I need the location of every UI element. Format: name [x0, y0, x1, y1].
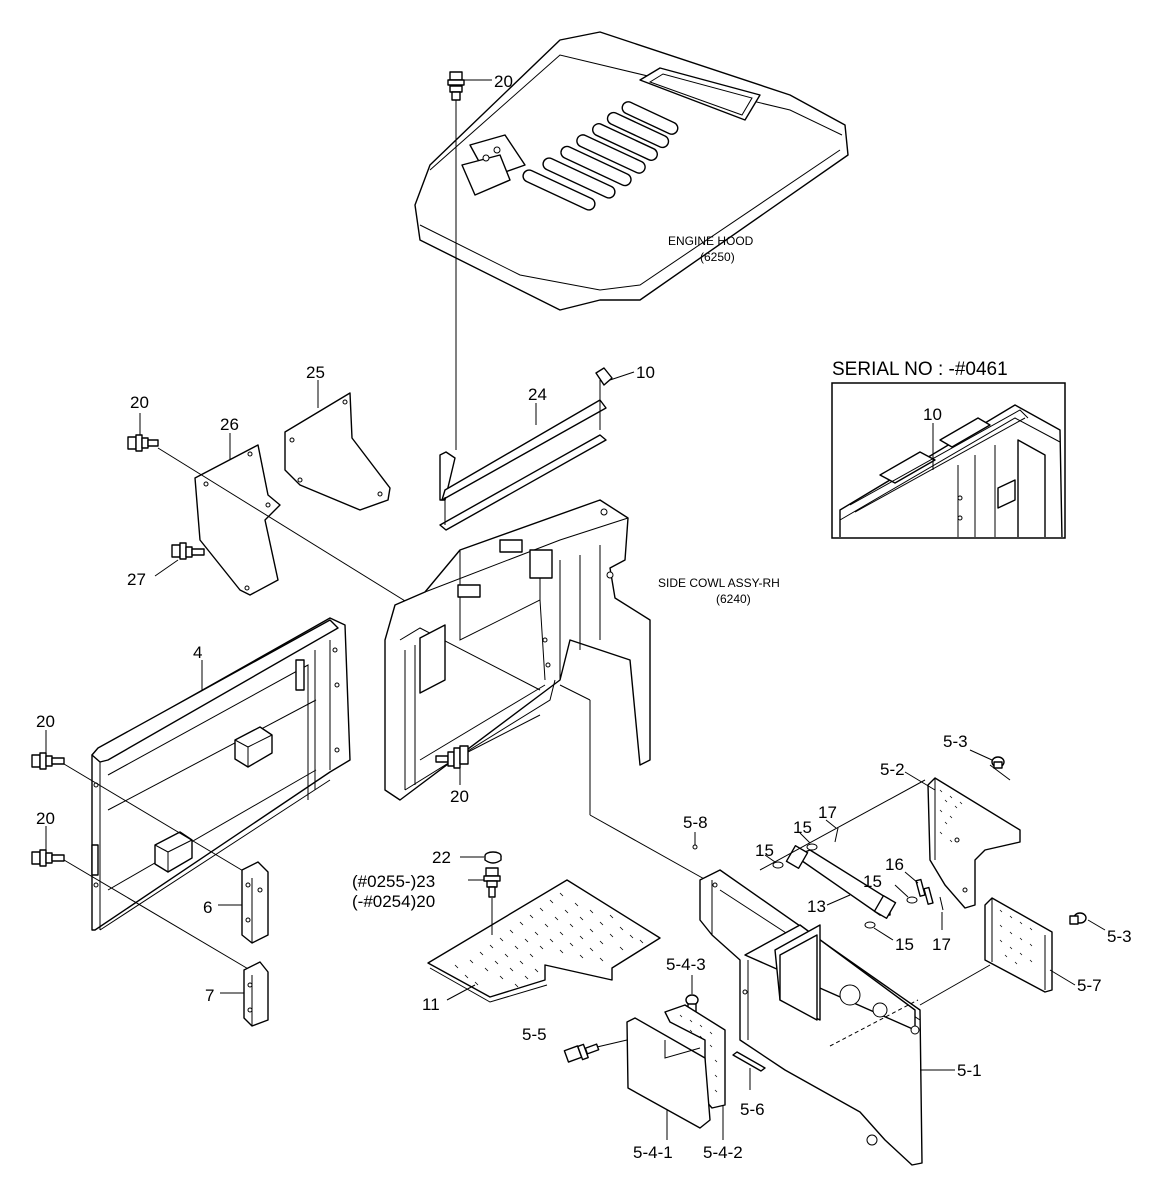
bolt-20-left-upper — [127, 434, 159, 452]
label-23: (#0255-)23 — [352, 872, 435, 891]
label-5-3-top: 5-3 — [943, 732, 968, 751]
rod-24 — [439, 367, 613, 531]
plate-5-2 — [927, 777, 1021, 909]
bolt-5-3-top — [991, 756, 1005, 769]
bolt-5-5 — [563, 1043, 600, 1063]
label-17-a: 17 — [818, 803, 837, 822]
label-5-7: 5-7 — [1077, 976, 1102, 995]
pin-17-b — [939, 896, 944, 911]
label-5-8: 5-8 — [683, 813, 708, 832]
bolt-5-3-right — [1069, 912, 1087, 925]
bolt-23 — [483, 867, 501, 898]
bolt-20-left-low — [31, 849, 65, 867]
label-11: 11 — [422, 995, 440, 1014]
plate-5-7 — [984, 897, 1053, 993]
label-27: 27 — [127, 570, 146, 589]
washer-15-d — [864, 921, 876, 929]
bracket-6 — [241, 861, 269, 944]
serial-no-label: SERIAL NO : -#0461 — [832, 359, 1008, 380]
label-24: 24 — [528, 385, 547, 404]
label-15-d: 15 — [895, 935, 914, 954]
engine-hood — [414, 31, 849, 311]
grommet-22 — [484, 851, 502, 864]
label-4: 4 — [193, 643, 202, 662]
bolt-20-left-mid — [31, 752, 65, 770]
side-cowl-code: (6240) — [716, 592, 751, 606]
floor-plate-11 — [427, 879, 661, 1003]
engine-hood-code: (6250) — [700, 250, 735, 264]
label-5-1: 5-1 — [957, 1061, 982, 1080]
side-cowl-label: SIDE COWL ASSY-RH — [658, 576, 780, 590]
label-5-2: 5-2 — [880, 760, 905, 779]
label-5-3-right: 5-3 — [1107, 927, 1132, 946]
strip-5-6 — [732, 1051, 766, 1072]
side-cowl-assy — [384, 499, 651, 801]
plate-25 — [284, 392, 391, 511]
label-13: 13 — [807, 897, 826, 916]
plate-26 — [194, 444, 281, 596]
label-7: 7 — [205, 986, 214, 1005]
label-20-alt: (-#0254)20 — [352, 892, 435, 911]
bolt-20-top — [447, 71, 465, 101]
pin-17-a — [834, 827, 839, 843]
pin-5-8 — [692, 844, 698, 850]
label-22: 22 — [432, 848, 451, 867]
engine-hood-label: ENGINE HOOD — [668, 234, 754, 248]
bolt-20-center — [435, 745, 469, 769]
bolt-27 — [171, 542, 205, 560]
label-20-center: 20 — [450, 787, 469, 806]
label-5-6: 5-6 — [740, 1100, 765, 1119]
label-15-a: 15 — [755, 841, 774, 860]
floor-plate-pattern — [454, 892, 644, 988]
label-17-b: 17 — [932, 935, 951, 954]
label-20-left-mid: 20 — [36, 712, 55, 731]
label-20-left-low: 20 — [36, 809, 55, 828]
link-13 — [785, 845, 897, 919]
label-5-4-2: 5-4-2 — [703, 1143, 743, 1162]
hood-hinge — [461, 134, 526, 196]
label-26: 26 — [220, 415, 239, 434]
label-5-4-3: 5-4-3 — [666, 955, 706, 974]
label-5-4-1: 5-4-1 — [633, 1143, 673, 1162]
label-10: 10 — [636, 363, 655, 382]
pin-16 — [915, 878, 934, 905]
label-15-c: 15 — [863, 872, 882, 891]
label-6: 6 — [203, 898, 212, 917]
serial-inset — [831, 382, 1066, 539]
label-25: 25 — [306, 363, 325, 382]
washer-15-c — [906, 896, 918, 904]
label-5-5: 5-5 — [522, 1025, 547, 1044]
label-16: 16 — [885, 855, 904, 874]
label-20-top: 20 — [494, 72, 513, 91]
label-15-b: 15 — [793, 818, 812, 837]
panel-4 — [91, 617, 351, 931]
hood-vents — [522, 101, 679, 211]
label-10-inset: 10 — [923, 405, 942, 424]
washer-15-a — [772, 861, 784, 869]
cover-5-4-2 — [664, 1004, 726, 1109]
washer-15-b — [806, 843, 818, 851]
label-20-left-upper: 20 — [130, 393, 149, 412]
bracket-7 — [243, 961, 269, 1027]
cover-5-4-1 — [626, 1017, 711, 1129]
panel-5-1 — [699, 869, 923, 1166]
